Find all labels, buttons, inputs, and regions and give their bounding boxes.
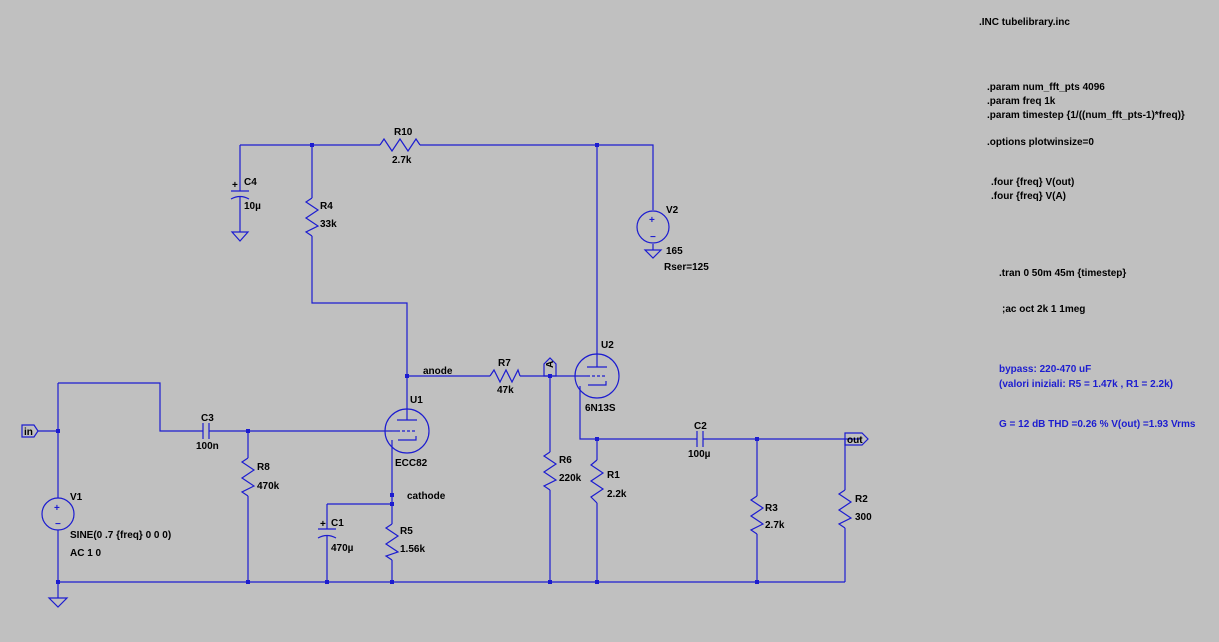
v1-extra: AC 1 0 (70, 548, 102, 559)
r1-value: 2.2k (607, 489, 627, 500)
capacitor-c2[interactable] (692, 431, 707, 447)
svg-text:−: − (55, 519, 61, 530)
directive-param-freq: .param freq 1k (987, 96, 1056, 107)
u2-model: 6N13S (585, 403, 616, 414)
resistor-r5[interactable] (384, 523, 400, 561)
resistor-r7[interactable] (489, 368, 521, 384)
note-initial-values: (valori iniziali: R5 = 1.47k , R1 = 2.2k… (999, 379, 1173, 390)
u1-name: U1 (410, 395, 423, 406)
directive-tran: .tran 0 50m 45m {timestep} (999, 268, 1126, 279)
c2-name: C2 (694, 421, 707, 432)
resistor-r4[interactable] (304, 197, 320, 237)
r7-name: R7 (498, 358, 511, 369)
r8-value: 470k (257, 481, 280, 492)
r6-value: 220k (559, 473, 582, 484)
r5-name: R5 (400, 526, 413, 537)
resistor-r1[interactable] (589, 459, 605, 504)
capacitor-c4[interactable]: + (230, 180, 250, 200)
c3-value: 100n (196, 441, 219, 452)
resistor-r3[interactable] (749, 495, 765, 535)
c4-name: C4 (244, 177, 257, 188)
capacitor-c1[interactable]: + (317, 519, 337, 540)
net-label-cathode: cathode (407, 491, 446, 502)
directive-param-fft: .param num_fft_pts 4096 (987, 82, 1105, 93)
ground-symbol (47, 597, 69, 608)
ground-symbol (643, 249, 663, 259)
net-flag-a[interactable]: A (543, 357, 557, 377)
spice-directives: .INC tubelibrary.inc .param num_fft_pts … (979, 17, 1185, 315)
svg-text:+: + (320, 519, 326, 530)
svg-text:−: − (650, 232, 656, 243)
r2-name: R2 (855, 494, 868, 505)
net-label-anode: anode (423, 366, 453, 377)
r4-name: R4 (320, 201, 333, 212)
capacitor-c3[interactable] (198, 423, 214, 439)
directive-options: .options plotwinsize=0 (987, 137, 1094, 148)
c2-value: 100µ (688, 449, 711, 460)
directive-param-timestep: .param timestep {1/((num_fft_pts-1)*freq… (987, 110, 1185, 121)
r3-name: R3 (765, 503, 778, 514)
c4-value: 10µ (244, 201, 261, 212)
directive-include: .INC tubelibrary.inc (979, 17, 1070, 28)
svg-text:+: + (232, 180, 238, 191)
c3-name: C3 (201, 413, 214, 424)
ground-symbol (230, 231, 250, 242)
v2-value: 165 (666, 246, 683, 257)
svg-text:+: + (649, 215, 655, 226)
directive-four-out: .four {freq} V(out) (991, 177, 1074, 188)
svg-text:A: A (545, 361, 556, 368)
r10-value: 2.7k (392, 155, 412, 166)
svg-text:in: in (24, 427, 33, 438)
u1-model: ECC82 (395, 458, 428, 469)
note-result: G = 12 dB THD =0.26 % V(out) =1.93 Vrms (999, 419, 1196, 430)
junction-dots (56, 143, 759, 584)
r7-value: 47k (497, 385, 514, 396)
r1-name: R1 (607, 470, 620, 481)
resistor-r8[interactable] (240, 457, 256, 497)
v1-name: V1 (70, 492, 83, 503)
directive-ac-comment: ;ac oct 2k 1 1meg (1002, 304, 1085, 315)
v2-extra: Rser=125 (664, 262, 709, 273)
net-flag-out[interactable]: out (844, 432, 869, 446)
r4-value: 33k (320, 219, 337, 230)
resistor-r2[interactable] (837, 489, 853, 529)
svg-text:out: out (847, 435, 863, 446)
r2-value: 300 (855, 512, 872, 523)
schematic-notes: bypass: 220-470 uF (valori iniziali: R5 … (999, 364, 1196, 430)
voltage-source-v2[interactable]: + − (636, 210, 670, 244)
triode-u1[interactable] (384, 408, 430, 454)
r10-name: R10 (394, 127, 413, 138)
wires (38, 144, 860, 598)
resistor-r10[interactable] (379, 137, 421, 153)
v2-name: V2 (666, 205, 679, 216)
r6-name: R6 (559, 455, 572, 466)
svg-text:+: + (54, 503, 60, 514)
c1-name: C1 (331, 518, 344, 529)
v1-value: SINE(0 .7 {freq} 0 0 0) (70, 530, 171, 541)
resistor-r6[interactable] (542, 451, 558, 491)
r3-value: 2.7k (765, 520, 785, 531)
directive-four-a: .four {freq} V(A) (991, 191, 1066, 202)
note-bypass: bypass: 220-470 uF (999, 364, 1091, 375)
triode-u2[interactable] (574, 353, 620, 399)
voltage-source-v1[interactable]: + − (41, 497, 75, 531)
u2-name: U2 (601, 340, 614, 351)
r8-name: R8 (257, 462, 270, 473)
c1-value: 470µ (331, 543, 354, 554)
component-labels: R10 2.7k C4 10µ R4 33k V2 165 Rser=125 U… (70, 127, 872, 559)
r5-value: 1.56k (400, 544, 425, 555)
net-flag-in[interactable]: in (21, 424, 39, 438)
